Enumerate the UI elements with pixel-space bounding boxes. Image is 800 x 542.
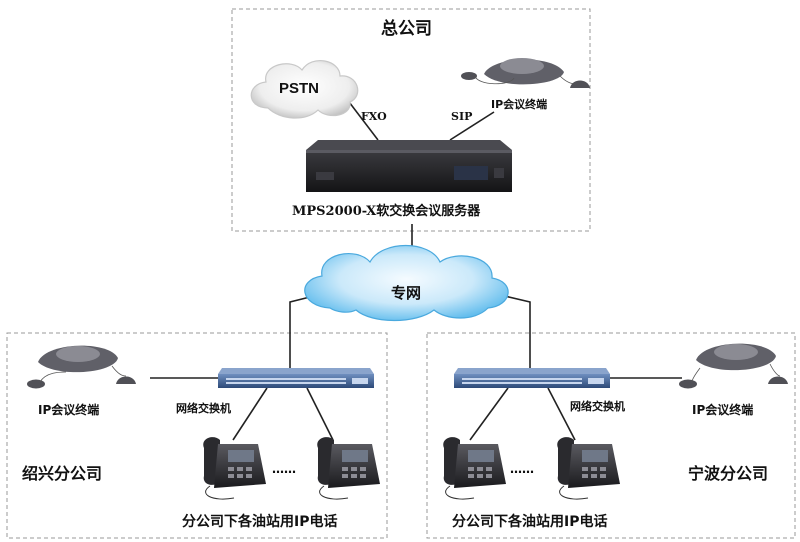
hq-title: 总公司: [381, 19, 432, 39]
right-terminal-label: IP会议终端: [692, 403, 754, 417]
right-ip-phone-1-icon: [443, 437, 506, 500]
left-ip-phone-1-icon: [203, 437, 266, 500]
left-terminal-label: IP会议终端: [38, 403, 100, 417]
pstn-label: PSTN: [279, 80, 320, 97]
left-conference-terminal-icon: [27, 345, 136, 389]
right-phones-label: 分公司下各油站用IP电话: [452, 514, 608, 530]
right-conference-terminal-icon: [679, 343, 788, 389]
sip-link: [449, 111, 495, 141]
pstn-cloud: [250, 60, 359, 119]
private-network-label: 专网: [391, 284, 422, 302]
hq-frame: [231, 8, 591, 232]
right-ip-phone-2-icon: [557, 437, 620, 500]
left-switch-label: 网络交换机: [176, 402, 231, 415]
left-switch-icon: [218, 368, 374, 388]
right-dots: ……: [510, 462, 534, 476]
left-phone2-link: [306, 387, 334, 441]
hq-terminal-label: IP会议终端: [491, 98, 548, 111]
sip-label: SIP: [451, 110, 473, 123]
right-branch-name: 宁波分公司: [688, 464, 769, 483]
right-switch-icon: [454, 368, 610, 388]
right-phone1-link: [469, 387, 509, 441]
left-dots: ……: [272, 462, 296, 476]
branch-right-frame: [426, 332, 796, 539]
server-label: MPS2000-X软交换会议服务器: [292, 204, 481, 219]
branch-left-frame: [6, 332, 388, 539]
fxo-label: FXO: [361, 110, 387, 123]
left-phone1-link: [232, 387, 268, 441]
hq-conference-terminal-icon: [461, 58, 590, 88]
left-branch-name: 绍兴分公司: [22, 464, 103, 483]
server-icon: [306, 140, 512, 192]
right-switch-label: 网络交换机: [570, 400, 625, 413]
left-phones-label: 分公司下各油站用IP电话: [182, 514, 338, 530]
left-ip-phone-2-icon: [317, 437, 380, 500]
private-network-cloud: [304, 244, 509, 322]
right-phone2-link: [547, 387, 576, 441]
